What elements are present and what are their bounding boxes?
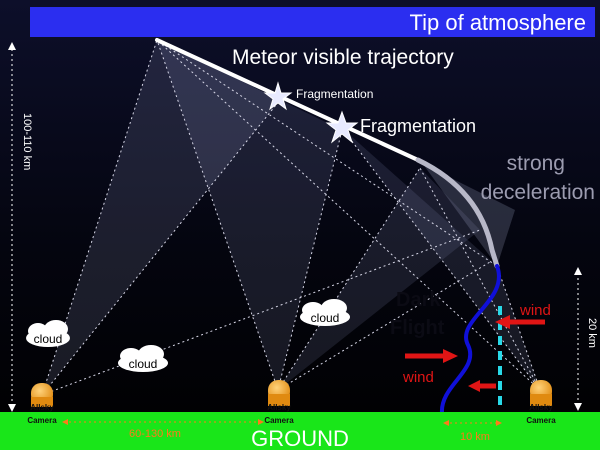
wind-label-2: wind bbox=[402, 369, 434, 386]
fragmentation-star-icon bbox=[325, 110, 359, 144]
dark-flight-path bbox=[439, 264, 501, 415]
atmosphere-top-bar bbox=[30, 7, 595, 37]
ground-strip bbox=[0, 412, 600, 450]
dark-flight-label-line1: Dark bbox=[396, 289, 441, 311]
arrow-down-icon bbox=[8, 404, 16, 412]
wind-arrow-icon bbox=[468, 380, 496, 392]
trajectory-label: Meteor visible trajectory bbox=[232, 46, 454, 69]
cloud-icon bbox=[118, 345, 168, 372]
cone-camera-center bbox=[157, 40, 342, 390]
wind-label-1: wind bbox=[519, 302, 551, 319]
dark-flight-height-label: 20 km bbox=[586, 318, 598, 348]
fragmentation-star-icon bbox=[263, 81, 293, 111]
sight-lines bbox=[41, 39, 541, 396]
arrow-down-icon bbox=[574, 403, 582, 411]
atmosphere-title: Tip of atmosphere bbox=[410, 10, 587, 35]
camera-label-line1: Allsky bbox=[267, 403, 291, 412]
arrow-right-icon bbox=[496, 420, 502, 426]
allsky-camera-right: Allsky Camera bbox=[526, 380, 556, 425]
arrow-up-icon bbox=[574, 267, 582, 275]
deceleration-label-line1: strong bbox=[507, 152, 565, 175]
allsky-camera-center: Allsky Camera bbox=[264, 380, 294, 425]
camera-label-line1: Allsky bbox=[529, 403, 553, 412]
cone-camera-center-2 bbox=[278, 168, 480, 390]
camera-label-line2: Camera bbox=[27, 416, 57, 425]
allsky-camera-left: Allsky Camera bbox=[27, 383, 57, 425]
wind-arrow-icon bbox=[405, 349, 458, 363]
fragmentation-label-2: Fragmentation bbox=[360, 116, 476, 136]
deceleration-label-line2: deceleration bbox=[481, 181, 595, 204]
cloud-label-3: cloud bbox=[311, 311, 340, 325]
arrow-right-icon bbox=[258, 419, 264, 425]
cone-camera-left bbox=[42, 40, 280, 395]
wind-arrow-icon bbox=[495, 315, 545, 329]
impact-offset-label: 10 km bbox=[460, 431, 490, 443]
deceleration-segment bbox=[415, 157, 500, 269]
arrow-left-icon bbox=[443, 420, 449, 426]
camera-label-line2: Camera bbox=[526, 416, 556, 425]
cloud-label-2: cloud bbox=[129, 357, 158, 371]
camera-label-line2: Camera bbox=[264, 416, 294, 425]
altitude-label: 100-110 km bbox=[21, 113, 33, 170]
cloud-label-1: cloud bbox=[34, 332, 63, 346]
ground-label: GROUND bbox=[251, 426, 349, 450]
fragmentation-label-1: Fragmentation bbox=[296, 87, 373, 101]
arrow-up-icon bbox=[8, 42, 16, 50]
camera-label-line1: Allsky bbox=[30, 403, 54, 412]
arrow-left-icon bbox=[62, 419, 68, 425]
cloud-icon bbox=[300, 299, 350, 326]
camera-spacing-label: 60-130 km bbox=[129, 428, 181, 440]
dark-flight-label-line2: Flight bbox=[390, 317, 445, 339]
cloud-icon bbox=[26, 320, 70, 347]
